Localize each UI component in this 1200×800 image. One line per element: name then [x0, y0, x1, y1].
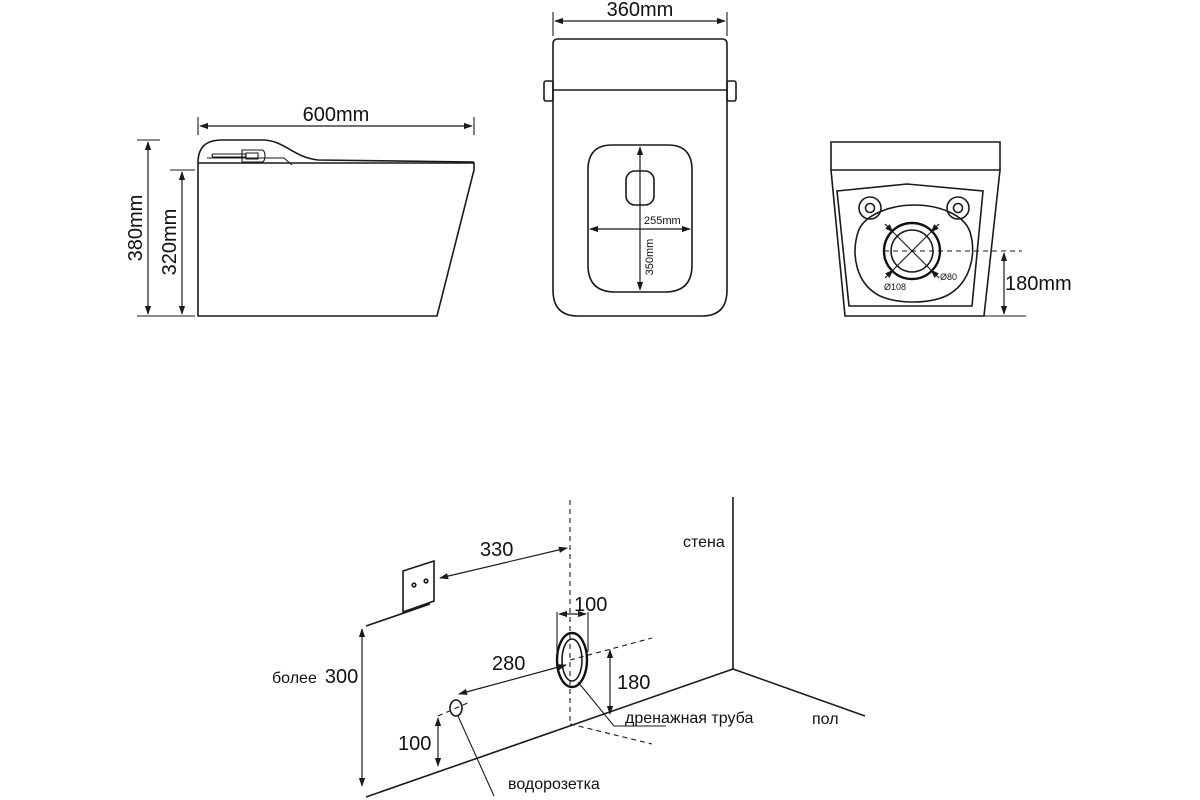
side-view: 600mm 380mm 320mm	[125, 104, 475, 317]
drain-pipe-leader	[577, 681, 666, 727]
front-view: 360mm 255mm 350mm	[543, 0, 737, 317]
dim-inlet-to-wall-330: 330	[480, 539, 513, 561]
drain-pipe-outer	[555, 631, 589, 689]
dim-outlet-height-180: 180mm	[1005, 273, 1072, 295]
drain-pipe-label: дренажная труба	[625, 710, 753, 727]
left-hinge	[543, 80, 554, 102]
side-view-lid	[197, 139, 475, 164]
inlet-panel	[402, 559, 435, 614]
water-socket-leader	[457, 715, 495, 797]
wall-left-edge	[365, 603, 431, 627]
dim-seat-width-255: 255mm	[644, 215, 681, 227]
dim-outer-diameter: Ø108	[884, 282, 906, 292]
water-socket	[449, 699, 463, 717]
side-view-body	[197, 162, 475, 317]
wall-label: стена	[683, 534, 725, 551]
dim-drain-height-180: 180	[617, 672, 650, 694]
drain-pipe-inner	[561, 638, 583, 682]
bowl-rim	[854, 204, 974, 303]
front-view-tank	[552, 38, 728, 91]
dim-body-height-320: 320mm	[159, 209, 181, 276]
dim-width-360: 360mm	[607, 0, 674, 21]
water-socket-label: водорозетка	[508, 776, 600, 793]
side-view-brush-icon	[211, 149, 266, 163]
bottom-view-top-cap	[830, 141, 1001, 171]
seat-opening	[587, 144, 693, 293]
right-hinge	[726, 80, 737, 102]
left-bolt-hole	[858, 196, 882, 220]
dim-inlet-height: более 300	[272, 666, 358, 688]
floor-label: пол	[812, 711, 839, 728]
dim-drain-diameter-100: 100	[574, 594, 607, 616]
dim-socket-height-100: 100	[398, 733, 431, 755]
dim-length-600: 600mm	[303, 104, 370, 126]
bottom-view-outer	[830, 169, 1001, 317]
dim-total-height-380: 380mm	[125, 195, 147, 262]
dim-drain-spacing-280: 280	[492, 653, 525, 675]
floor-wall-edge	[365, 668, 734, 798]
floor-side-edge	[732, 668, 866, 717]
dim-seat-length-350: 350mm	[644, 239, 656, 276]
right-bolt-hole	[946, 196, 970, 220]
installation-diagram: стена пол 330 более 300 100 180 280	[272, 497, 866, 798]
bottom-view-inner	[836, 183, 984, 307]
front-view-body	[552, 90, 728, 317]
bottom-view: Ø108 Ø80 180mm	[830, 141, 1072, 317]
dim-inner-diameter: Ø80	[940, 272, 957, 282]
